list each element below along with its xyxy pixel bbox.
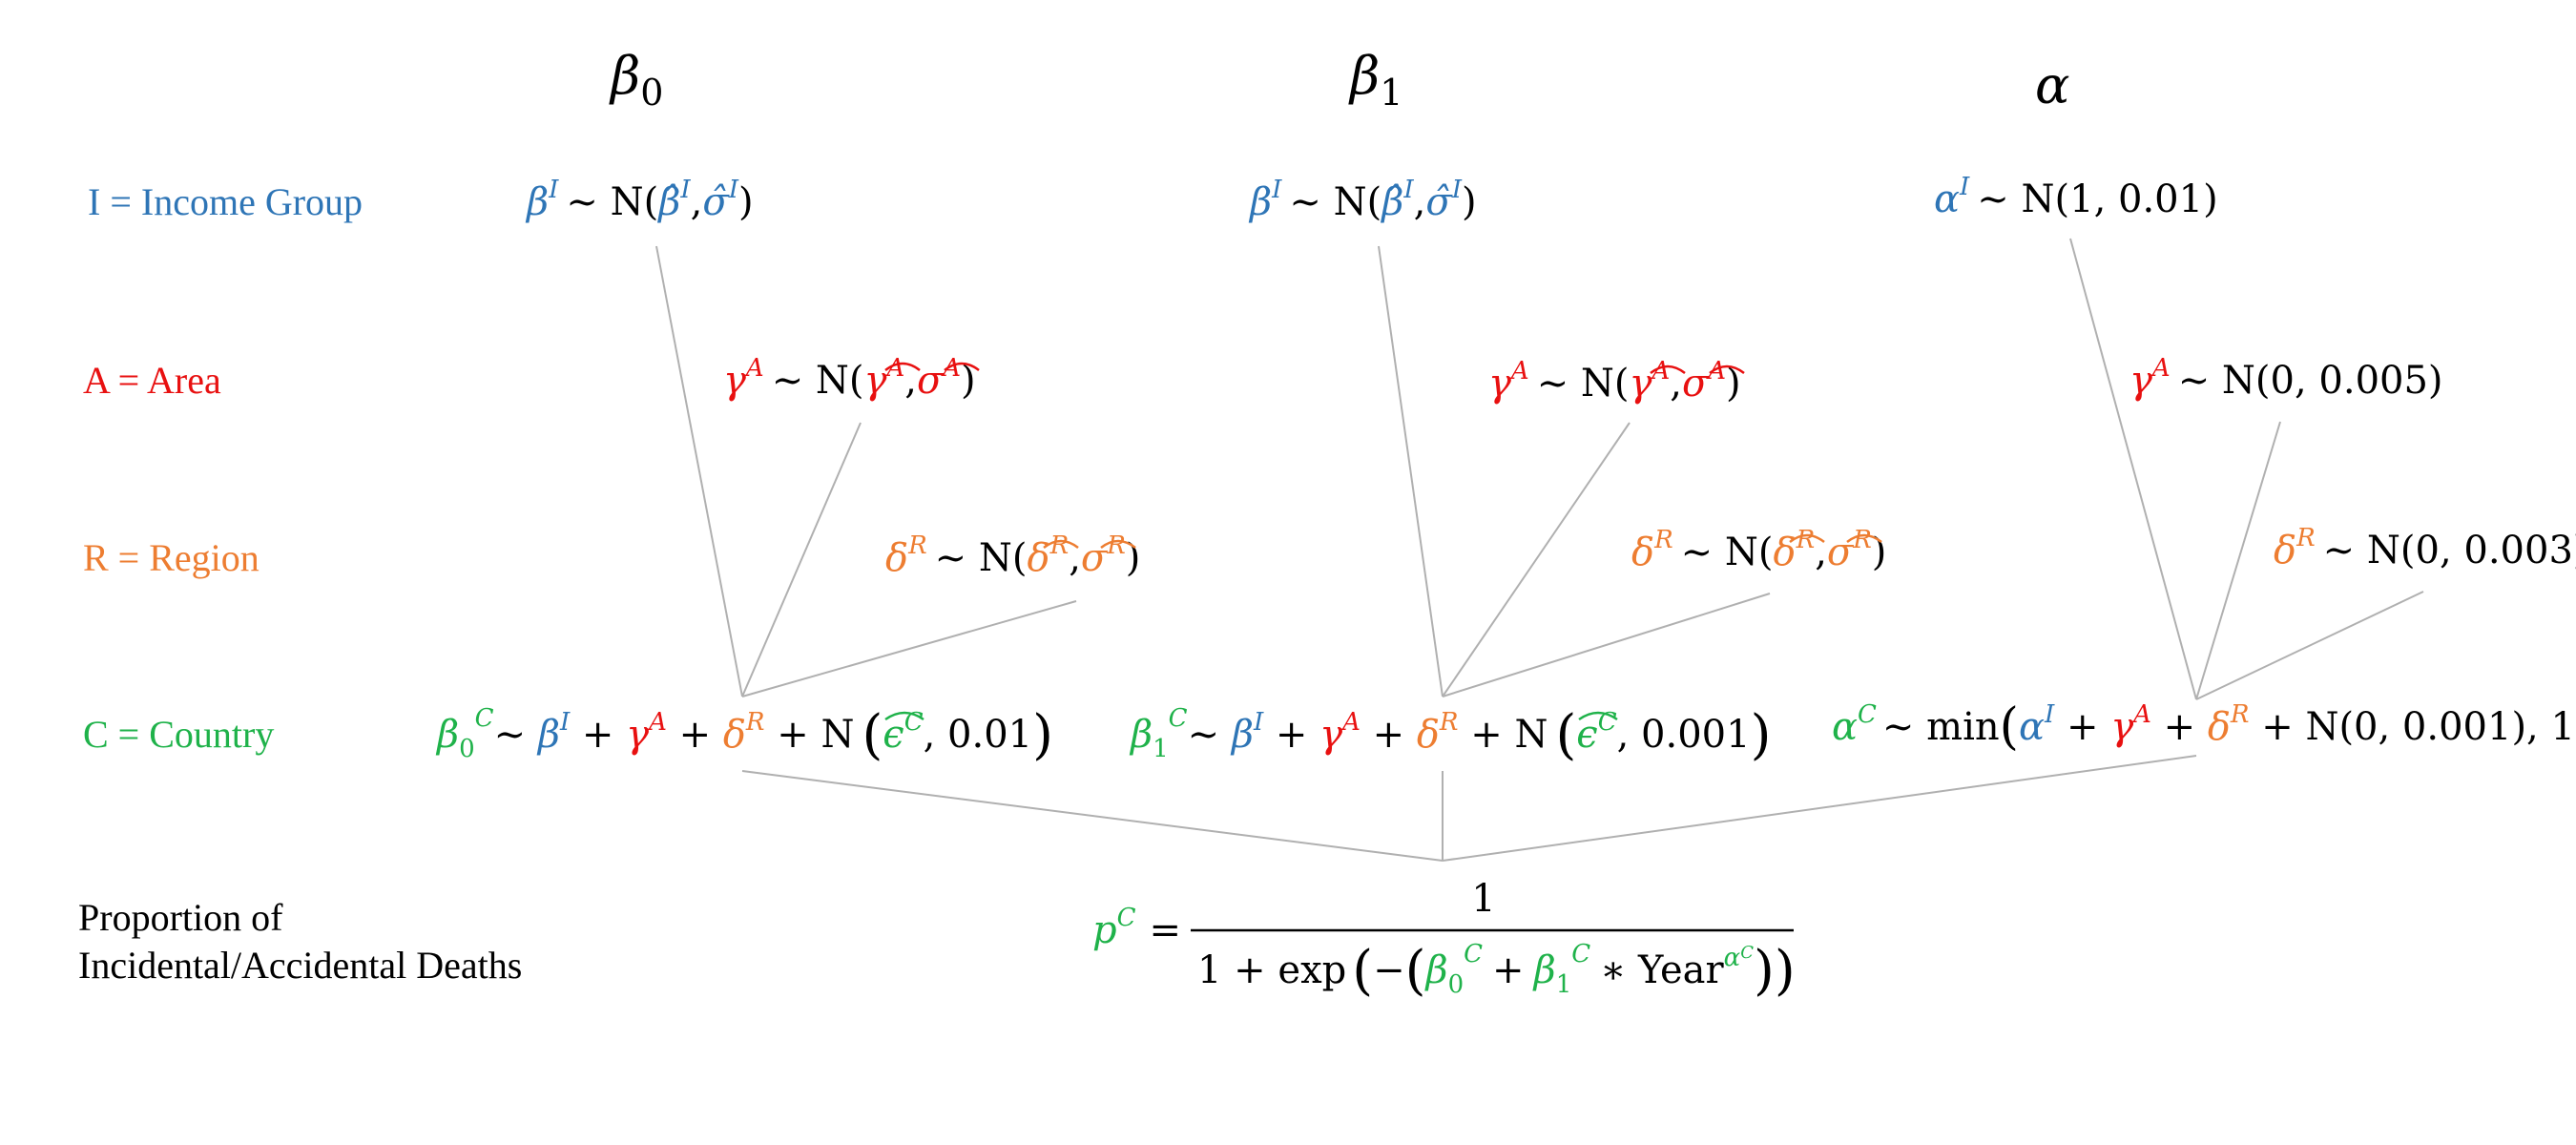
label-region: R = Region	[83, 536, 260, 579]
eq-beta0-country: β0C∼ βI + γA + δR + N(ϵC, 0.01)	[435, 704, 1053, 766]
hat-beta1-area-p2	[1709, 364, 1745, 375]
connector-alpha-region	[2195, 591, 2424, 700]
label-proportion-line2: Incidental/Accidental Deaths	[78, 944, 522, 987]
eq-alpha-income: αI∼ N(1, 0.01)	[1934, 173, 2218, 221]
label-income-group: I = Income Group	[88, 180, 363, 223]
eq-proportion-numerator: 1	[1471, 877, 1495, 921]
header-beta1: β1	[1348, 46, 1402, 114]
label-area: A = Area	[83, 359, 221, 402]
eq-proportion-lhs: pC=	[1092, 904, 1181, 952]
connector-alpha-area	[2195, 421, 2281, 700]
eq-beta1-area: γA∼ N(γA,σA)	[1488, 357, 1741, 406]
eq-alpha-area: γA∼ N(0, 0.005)	[2129, 354, 2443, 403]
label-proportion-line1: Proportion of	[78, 896, 283, 939]
eq-beta1-country: β1C∼ βI + γA + δR + N(ϵC, 0.001)	[1129, 704, 1771, 766]
eq-proportion-denominator: 1 + exp(−(β0C+β1C∗ YearαC))	[1197, 940, 1796, 1002]
eq-beta0-area: γA∼ N(γA,σA)	[723, 354, 976, 403]
header-beta0: β0	[609, 46, 663, 114]
connector-beta0-country-proportion	[741, 770, 1444, 862]
hat-beta0-area-p2	[944, 362, 980, 372]
connector-beta1-region	[1442, 593, 1771, 697]
eq-alpha-country: αC∼ min(αI + γA + δR + N(0, 0.001), 1)	[1832, 698, 2576, 756]
header-alpha: α	[2035, 55, 2069, 115]
hat-beta0-region-p2	[1100, 539, 1136, 550]
connector-beta0-region	[741, 600, 1077, 697]
hat-beta1-region-p1	[1789, 533, 1825, 544]
connector-beta0-income	[655, 245, 743, 697]
hat-beta1-region-p2	[1846, 533, 1882, 544]
hat-beta1-country-eps	[1578, 711, 1618, 721]
connector-lines	[655, 238, 2424, 862]
connector-beta1-area	[1442, 422, 1631, 697]
connector-beta0-area	[741, 422, 862, 697]
connector-alpha-income	[2069, 238, 2197, 700]
hat-beta1-area-p1	[1650, 364, 1686, 375]
eq-beta1-income: βI∼ N(β̂I,σ̂I)	[1248, 176, 1477, 224]
hat-beta0-country-eps	[884, 711, 924, 721]
connector-beta1-income	[1378, 245, 1444, 697]
hat-beta0-area-p1	[884, 362, 921, 372]
eq-alpha-region: δR∼ N(0, 0.003)	[2274, 524, 2576, 572]
label-country: C = Country	[83, 713, 274, 756]
eq-beta0-region: δR∼ N(δR,σR)	[885, 531, 1140, 580]
eq-beta0-income: βI∼ N(β̂I,σ̂I)	[525, 176, 754, 224]
hat-beta0-region-p1	[1043, 539, 1079, 550]
eq-beta1-region: δR∼ N(δR,σR)	[1631, 526, 1886, 574]
connector-alpha-country-proportion	[1442, 755, 2197, 862]
